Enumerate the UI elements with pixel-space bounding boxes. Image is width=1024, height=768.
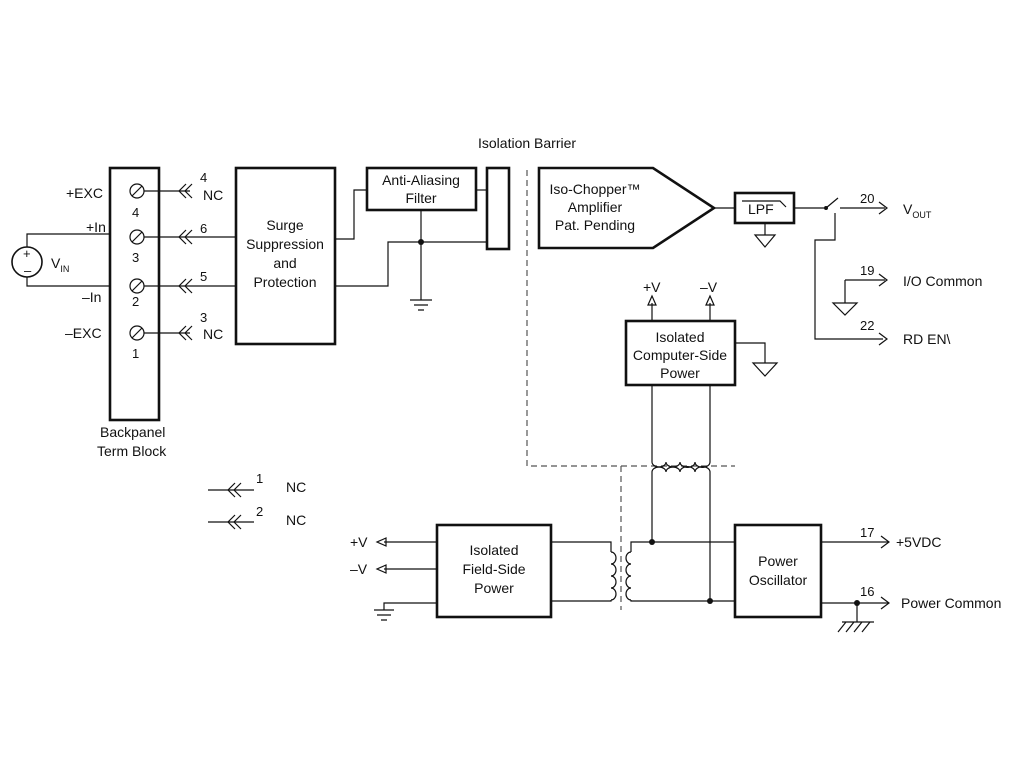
ground-icon [751,362,779,377]
io-common-label: I/O Common [903,273,982,289]
field-transformer-icon [551,541,735,602]
ground-icon [831,302,859,316]
iso-chopper-amplifier [537,166,717,250]
terminal-minus-in: –In 2 5 [82,269,236,309]
isolation-barrier-label: Isolation Barrier [478,135,576,151]
field-power-line-3: Power [474,580,514,596]
field-power-line-2: Field-Side [462,561,525,577]
terminal-number: 1 [132,346,139,361]
isolation-barrier [526,170,735,610]
filter-line-1: Anti-Aliasing [382,172,460,188]
terminal-signal-label: –EXC [65,325,102,341]
isolation-coupler-block [485,166,511,251]
pin-label: NC [203,326,223,342]
isolated-computer-power-block [624,319,737,387]
chassis-ground-icon [837,621,874,633]
amplifier-line-2: Amplifier [568,199,623,215]
surge-suppression-block [234,166,337,346]
ground-icon [374,609,394,621]
extra-pin-1: 1 NC [208,471,306,498]
oscillator-line-2: Oscillator [749,572,808,588]
input-voltage-source [11,233,122,287]
amplifier-line-1: Iso-Chopper™ [549,181,640,197]
power-common-label: Power Common [901,595,1001,611]
source-minus-sign: – [24,263,32,278]
anti-aliasing-filter-block [365,166,478,212]
pin-number: 17 [860,525,874,540]
pin-label: NC [286,479,306,495]
surge-line-2: Suppression [246,236,324,252]
terminal-plus-exc: +EXC 4 4 NC [66,170,223,220]
surge-line-1: Surge [266,217,304,233]
lpf-label: LPF [748,201,774,217]
output-io-common: 19 I/O Common [831,263,982,316]
junction-dot [707,598,713,604]
surge-return-wire [335,241,487,287]
isolated-field-power-block [435,523,553,619]
terminal-number: 3 [132,250,139,265]
terminal-signal-label: +EXC [66,185,103,201]
computer-power-line-2: Computer-Side [633,347,727,363]
extra-pin-2: 2 NC [208,504,306,530]
field-minus-v: –V [350,561,368,577]
junction-dot [649,539,655,545]
amplifier-line-3: Pat. Pending [555,217,635,233]
surge-line-4: Protection [253,274,316,290]
output-plus-5vdc: 17 +5VDC [821,525,942,550]
pin-label: NC [203,187,223,203]
vout-label: VOUT [903,201,932,220]
output-vout: 20 VOUT [860,191,932,220]
terminal-signal-label: –In [82,289,101,305]
read-enable-switch [824,197,885,227]
backpanel-label: Backpanel [100,424,165,440]
rd-en-label: RD EN\ [903,331,951,347]
terminal-minus-exc: –EXC 1 3 NC [65,310,223,361]
computer-power-line-3: Power [660,365,700,381]
field-power-line-1: Isolated [469,542,518,558]
pin-label: NC [286,512,306,528]
source-plus-sign: + [23,246,31,261]
transformer-icon [651,385,711,601]
computer-power-ground-wire [735,342,766,363]
ground-icon [410,299,432,311]
rd-en-wire [814,227,883,340]
terminal-number: 2 [132,294,139,309]
filter-line-2: Filter [405,190,436,206]
ground-icon [753,234,777,248]
computer-plus-v: +V [643,279,661,295]
pin-number: 1 [256,471,263,486]
computer-power-line-1: Isolated [655,329,704,345]
terminal-signal-label: +In [86,219,106,235]
surge-line-3: and [273,255,296,271]
terminal-plus-in: +In 3 6 [86,219,236,265]
lpf-response-icon [742,200,787,208]
pin-number: 5 [200,269,207,284]
plus-5vdc-label: +5VDC [896,534,942,550]
terminal-number: 4 [132,205,139,220]
pin-number: 2 [256,504,263,519]
output-power-common: 16 Power Common [821,584,1001,633]
term-block [108,166,161,422]
oscillator-line-1: Power [758,553,798,569]
pin-number: 19 [860,263,874,278]
pin-number: 20 [860,191,874,206]
junction-dot [418,239,424,245]
pin-number: 3 [200,310,207,325]
computer-minus-v: –V [700,279,718,295]
pin-number: 16 [860,584,874,599]
pin-number: 6 [200,221,207,236]
surge-to-filter-wire [335,189,367,240]
pin-number: 4 [200,170,207,185]
vin-label: VIN [51,255,69,274]
term-block-label: Term Block [97,443,167,459]
output-rd-en: 22 RD EN\ [860,318,951,347]
computer-side-rails [647,294,715,321]
field-side-rails [374,537,437,621]
field-plus-v: +V [350,534,368,550]
pin-number: 22 [860,318,874,333]
power-oscillator-block [733,523,823,619]
